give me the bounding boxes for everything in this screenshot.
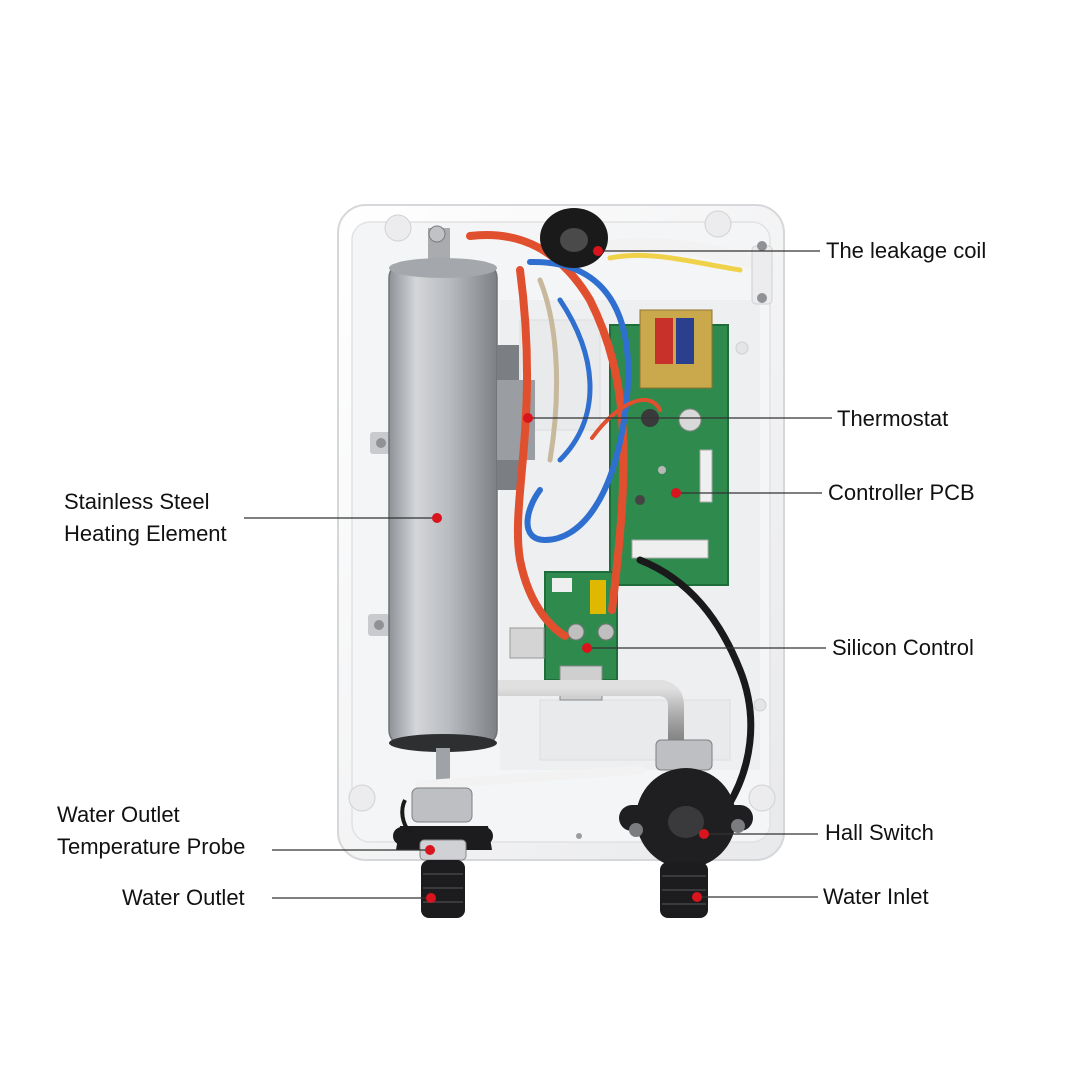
marker-dot-heating-element — [432, 513, 442, 523]
label-silicon-control: Silicon Control — [832, 635, 974, 660]
marker-dot-water-outlet — [426, 893, 436, 903]
marker-dots — [425, 246, 709, 903]
marker-dot-water-inlet — [692, 892, 702, 902]
label-heating-element-line2: Heating Element — [64, 521, 227, 546]
label-hall-switch: Hall Switch — [825, 820, 934, 845]
marker-dot-controller-pcb — [671, 488, 681, 498]
label-temp-probe: Water Outlet Temperature Probe — [57, 799, 245, 863]
marker-dot-thermostat — [523, 413, 533, 423]
marker-dot-silicon-control — [582, 643, 592, 653]
label-water-outlet: Water Outlet — [122, 885, 245, 910]
wiring — [415, 231, 775, 810]
label-leakage-coil: The leakage coil — [826, 238, 987, 263]
label-temp-probe-line1: Water Outlet — [57, 802, 180, 827]
outlet-pipe — [498, 680, 684, 746]
label-heating-element-line1: Stainless Steel — [64, 489, 210, 514]
label-thermostat: Thermostat — [837, 406, 949, 431]
hall-switch-assembly — [619, 739, 753, 918]
heating-element — [388, 228, 535, 790]
water-outlet-fitting — [393, 787, 493, 918]
marker-dot-leakage-coil — [593, 246, 603, 256]
controller-pcb — [609, 309, 729, 586]
label-water-inlet: Water Inlet — [823, 884, 929, 909]
label-temp-probe-line2: Temperature Probe — [57, 834, 246, 859]
leakage-coil — [428, 208, 773, 305]
label-heating-element: Stainless Steel Heating Element — [64, 486, 227, 550]
label-controller-pcb: Controller PCB — [828, 480, 975, 505]
marker-dot-temp-probe — [425, 845, 435, 855]
marker-dot-hall-switch — [699, 829, 709, 839]
leader-lines — [244, 250, 832, 899]
